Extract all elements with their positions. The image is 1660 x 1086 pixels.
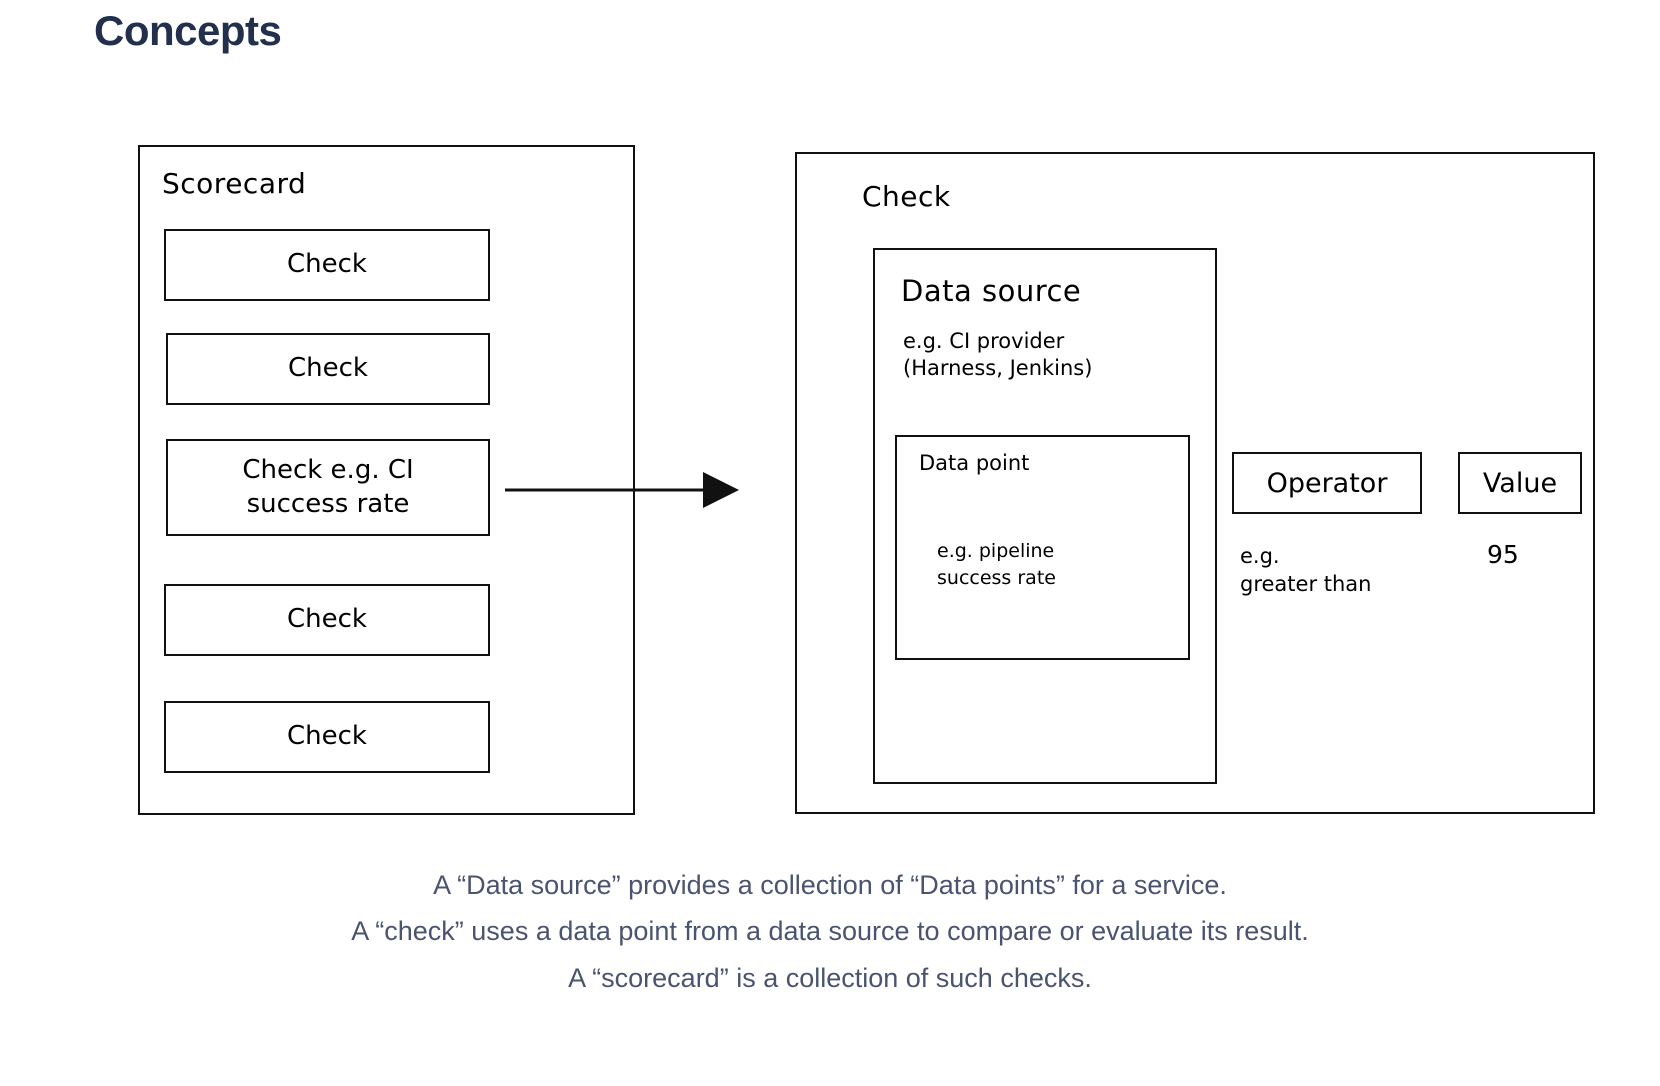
data-point-container: Data point e.g. pipeline success rate bbox=[895, 435, 1190, 660]
data-point-example: e.g. pipeline success rate bbox=[937, 540, 1056, 589]
scorecard-title: Scorecard bbox=[162, 167, 307, 200]
concepts-diagram: Scorecard Check Check Check e.g. CI succ… bbox=[138, 145, 1595, 815]
check-container: Check bbox=[795, 152, 1595, 814]
page-title: Concepts bbox=[94, 7, 282, 54]
data-source-container: Data source e.g. CI provider (Harness, J… bbox=[873, 248, 1217, 784]
scorecard-container: Scorecard Check Check Check e.g. CI succ… bbox=[138, 145, 635, 815]
operator-example: e.g. greater than bbox=[1240, 544, 1372, 597]
value-example: 95 bbox=[1487, 540, 1519, 569]
scorecard-check-item-1[interactable]: Check bbox=[164, 229, 490, 301]
caption-line-2: A “check” uses a data point from a data … bbox=[351, 916, 1309, 947]
scorecard-check-item-2[interactable]: Check bbox=[166, 333, 490, 405]
data-point-title: Data point bbox=[919, 451, 1030, 475]
scorecard-check-item-5[interactable]: Check bbox=[164, 701, 490, 773]
diagram-caption: A “Data source” provides a collection of… bbox=[0, 862, 1660, 1001]
operator-box[interactable]: Operator bbox=[1232, 452, 1422, 514]
caption-line-1: A “Data source” provides a collection of… bbox=[433, 870, 1227, 900]
scorecard-check-item-4[interactable]: Check bbox=[164, 584, 490, 656]
scorecard-check-item-3[interactable]: Check e.g. CI success rate bbox=[166, 439, 490, 536]
value-box[interactable]: Value bbox=[1458, 452, 1582, 514]
data-source-title: Data source bbox=[901, 274, 1082, 308]
check-title: Check bbox=[862, 180, 951, 213]
data-source-example: e.g. CI provider (Harness, Jenkins) bbox=[903, 329, 1093, 381]
caption-line-3: A “scorecard” is a collection of such ch… bbox=[568, 962, 1092, 993]
